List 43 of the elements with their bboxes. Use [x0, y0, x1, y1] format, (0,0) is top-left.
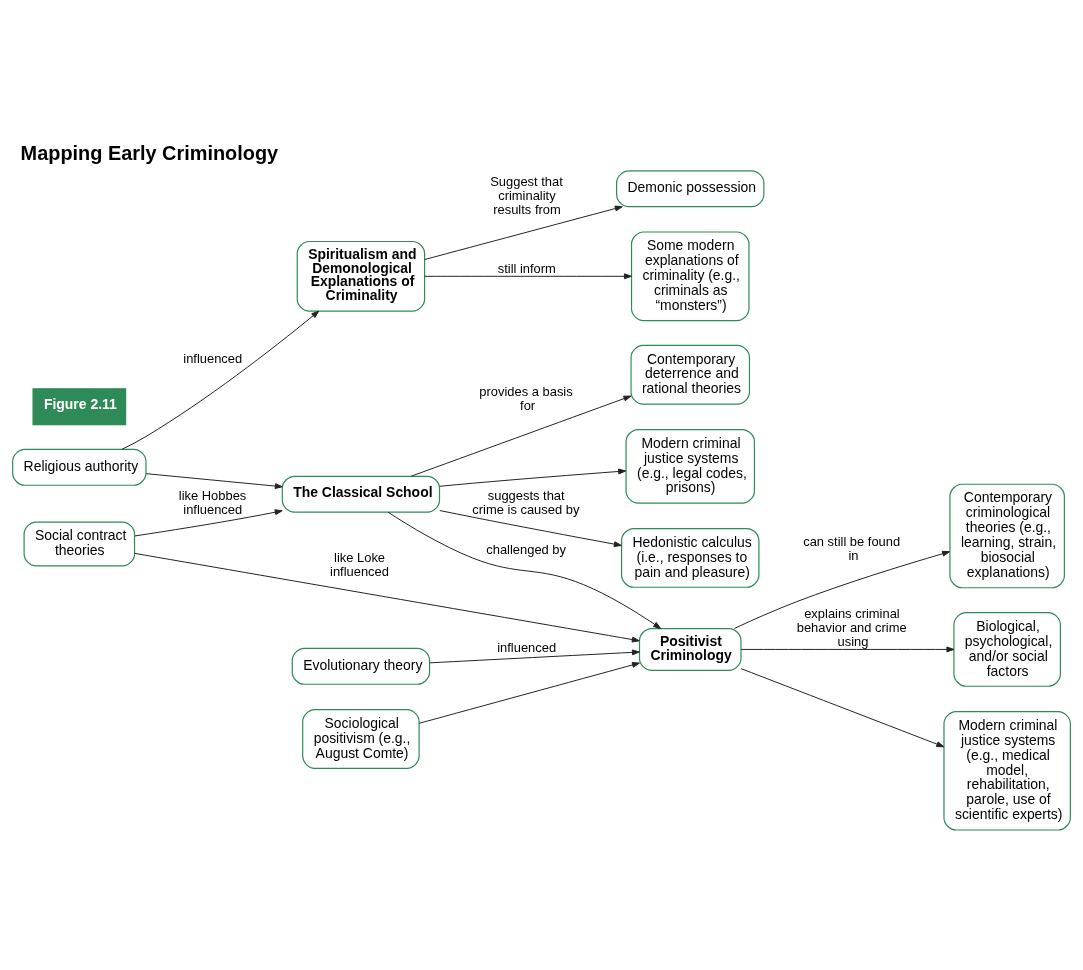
- node-box: Contemporary deterrence and rational theories: [630, 344, 751, 405]
- edge-label: still inform: [497, 260, 556, 276]
- node-box: Modern criminal justice systems (e.g., medical model, rehabilitation, parole, use of scientific experts): [943, 710, 1071, 831]
- node-box: Contemporary criminological theories (e.g., learning, strain, biosocial explanations): [949, 483, 1065, 588]
- edge-label: Suggest that criminality results from: [490, 173, 563, 217]
- node-box: Hedonistic calculus (i.e., responses to pain and pleasure): [621, 527, 760, 588]
- node-box: Religious authority: [12, 448, 147, 486]
- arrow: [740, 646, 955, 652]
- node-box: Spiritualism and Demonological Explanations of Criminality: [296, 240, 426, 312]
- node-box: Positivist Criminology: [638, 627, 742, 671]
- arrow: [740, 667, 945, 747]
- node-box: Sociological positivism (e.g., August Comte): [302, 708, 420, 769]
- arrow: [424, 272, 632, 279]
- node-box: Some modern explanations of criminality (e.g., criminals as “monsters”): [630, 230, 750, 321]
- arrow: [418, 661, 640, 724]
- edge-label: influenced: [497, 639, 557, 655]
- arrow: [145, 472, 283, 489]
- node-box: Evolutionary theory: [291, 647, 431, 685]
- edge-label: can still be found in: [803, 533, 901, 563]
- edge-label: like Loke influenced: [330, 549, 389, 579]
- arrow: [121, 310, 320, 450]
- arrow: [733, 550, 951, 629]
- diagram-title: Mapping Early Criminology: [20, 141, 279, 164]
- arrow: [439, 509, 622, 547]
- edge-label: explains criminal behavior and crime using: [796, 605, 907, 649]
- edge-label: provides a basis for: [479, 383, 573, 413]
- label: Figure 2.11: [44, 395, 117, 412]
- edge-label: influenced: [183, 350, 243, 366]
- node-box: Demonic possession: [616, 169, 765, 207]
- node-box: Modern criminal justice systems (e.g., legal codes, prisons): [625, 428, 756, 504]
- edge-label: like Hobbes influenced: [178, 487, 247, 517]
- node-box: The Classical School: [281, 475, 441, 513]
- edge-label: challenged by: [486, 541, 567, 557]
- arrow: [439, 468, 627, 487]
- node-box: Social contract theories: [23, 520, 136, 566]
- edge-label: suggests that crime is caused by: [472, 487, 580, 517]
- arrow: [134, 552, 640, 642]
- node-box: Biological, psychological, and/or social factors: [953, 611, 1061, 687]
- arrow: [424, 205, 623, 260]
- arrow: [429, 648, 640, 663]
- arrow: [387, 511, 662, 629]
- arrow: [410, 395, 632, 477]
- arrow: [134, 508, 283, 536]
